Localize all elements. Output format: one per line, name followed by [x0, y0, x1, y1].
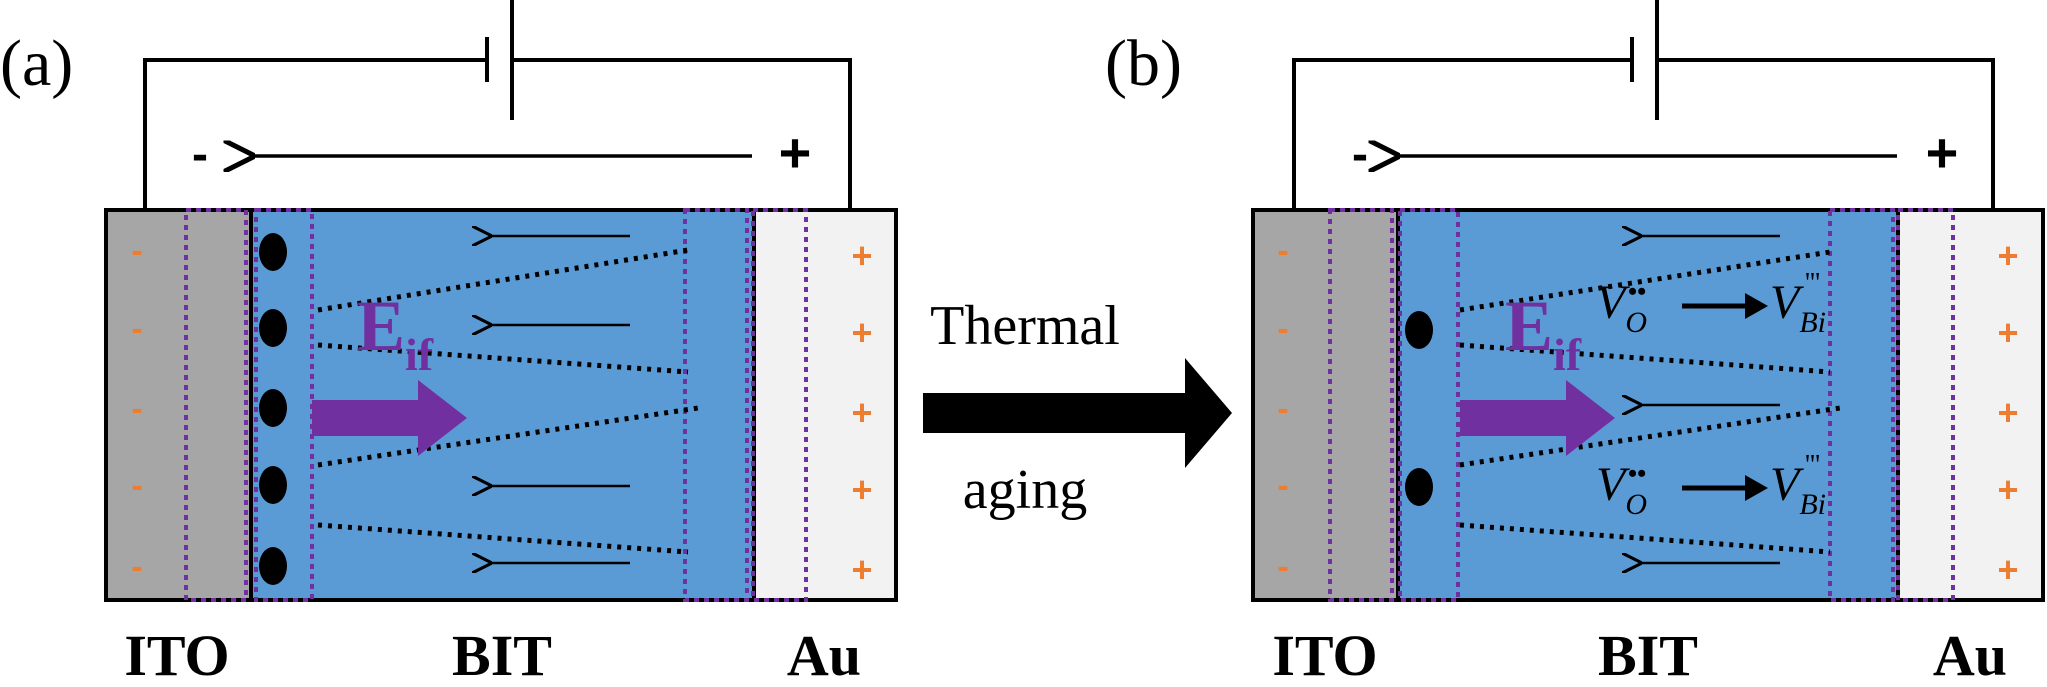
positive-charge: +	[851, 235, 872, 276]
process-label-line2: aging	[963, 459, 1087, 521]
panel-a-field-label: Eif	[357, 286, 434, 380]
svg-text:VBi: VBi	[1770, 276, 1826, 339]
panel-b-au-layer	[1896, 208, 2045, 602]
panel-b-right-charges: + + + + +	[1997, 235, 2018, 590]
panel-b-circuit	[1292, 0, 1995, 210]
panel-a-left-charges: - - - - -	[131, 232, 142, 586]
svg-text:••: ••	[1628, 277, 1646, 306]
svg-text:VO: VO	[1596, 276, 1647, 339]
vacancy-dot	[259, 466, 287, 504]
panel-a-au-layer	[752, 208, 898, 602]
negative-charge: -	[131, 390, 142, 428]
negative-charge: -	[1277, 548, 1288, 586]
panel-b-label: (b)	[1105, 27, 1182, 100]
svg-text:''': '''	[1805, 268, 1820, 299]
panel-b-dotted-lines	[1459, 249, 1841, 555]
svg-text:VBi: VBi	[1770, 458, 1826, 521]
panel-a-dotted-lines	[317, 247, 699, 555]
panel-a-vacancy-dots	[259, 233, 287, 585]
panel-b-small-arrows	[1640, 236, 1780, 563]
vacancy-dot	[259, 233, 287, 271]
panel-b: (b) - + - - - - - + + +	[1105, 0, 2045, 687]
panel-b-positive-terminal: +	[1926, 121, 1959, 184]
positive-charge: +	[851, 469, 872, 510]
process-label-line1: Thermal	[930, 295, 1120, 357]
panel-a-negative-terminal: -	[192, 128, 208, 181]
negative-charge: -	[1277, 467, 1288, 505]
conversion-arrow-head	[1745, 475, 1768, 501]
vacancy-dot	[1405, 311, 1433, 349]
panel-b-defect-formula-top: VO •• VBi '''	[1596, 268, 1826, 339]
negative-charge: -	[131, 232, 142, 270]
negative-charge: -	[1277, 232, 1288, 270]
positive-charge: +	[1997, 549, 2018, 590]
panel-a-bit-label: BIT	[452, 623, 552, 687]
positive-charge: +	[1997, 235, 2018, 276]
panel-b-vacancy-dots	[1405, 311, 1433, 506]
panel-a-right-charges: + + + + +	[851, 235, 872, 590]
positive-charge: +	[1997, 469, 2018, 510]
panel-b-field-arrow	[1460, 380, 1615, 456]
negative-charge: -	[1277, 310, 1288, 348]
panel-b-ito-label: ITO	[1272, 623, 1377, 687]
positive-charge: +	[851, 549, 872, 590]
panel-b-negative-terminal: -	[1352, 128, 1368, 181]
panel-b-interface-boxes	[1328, 208, 1955, 602]
panel-b-au-label: Au	[1933, 623, 2007, 687]
vacancy-dot	[259, 547, 287, 585]
positive-charge: +	[1997, 392, 2018, 433]
panel-a-circuit	[143, 0, 852, 210]
svg-text:''': '''	[1805, 450, 1820, 481]
conversion-arrow-head	[1745, 293, 1768, 319]
svg-text:••: ••	[1628, 459, 1646, 488]
panel-a-positive-terminal: +	[779, 121, 812, 184]
panel-a-label: (a)	[0, 27, 73, 100]
panel-a-au-label: Au	[787, 623, 861, 687]
panel-b-bit-label: BIT	[1598, 623, 1698, 687]
panel-a: (a) - + - - - - -	[0, 0, 898, 687]
vacancy-dot	[259, 309, 287, 347]
negative-charge: -	[131, 310, 142, 348]
panel-b-defect-formula-bottom: VO •• VBi '''	[1596, 450, 1826, 521]
negative-charge: -	[131, 467, 142, 505]
panel-a-field-arrow	[312, 380, 467, 456]
panel-b-ito-layer	[1251, 208, 1400, 602]
process-arrow-group: Thermal aging	[923, 295, 1232, 521]
panel-b-field-label: Eif	[1505, 286, 1582, 380]
negative-charge: -	[131, 548, 142, 586]
panel-a-small-arrows	[490, 236, 630, 563]
panel-b-left-charges: - - - - -	[1277, 232, 1288, 586]
vacancy-dot	[259, 389, 287, 427]
panel-a-ito-label: ITO	[124, 623, 229, 687]
positive-charge: +	[851, 392, 872, 433]
negative-charge: -	[1277, 390, 1288, 428]
panel-a-ito-layer	[104, 208, 253, 602]
positive-charge: +	[1997, 312, 2018, 353]
positive-charge: +	[851, 312, 872, 353]
svg-text:VO: VO	[1596, 458, 1647, 521]
process-arrow	[923, 358, 1232, 468]
vacancy-dot	[1405, 468, 1433, 506]
